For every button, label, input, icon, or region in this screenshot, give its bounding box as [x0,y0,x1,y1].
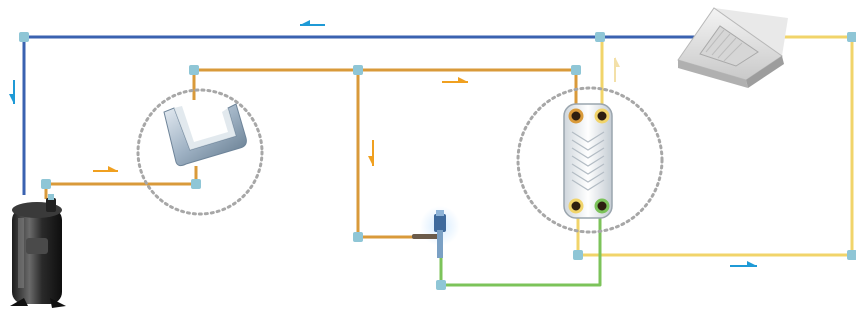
plate-heat-exchanger-icon [563,103,613,219]
flow-arrow-orange-right-1 [93,166,118,172]
green-line [439,212,602,287]
heat-exchanger-highlight-circle [516,86,664,234]
condenser-fin-icon [163,103,247,167]
compressor-icon [10,194,66,308]
orange-line [44,68,578,239]
condenser-highlight-circle [136,88,264,216]
flow-arrow-blue-left [300,20,325,26]
flow-arrow-blue-down [9,80,15,104]
cassette-ac-icon [677,7,788,88]
blue-line [22,35,780,195]
expansion-valve-icon [412,206,460,258]
flow-arrow-orange-down [368,140,374,166]
flow-arrow-blue-right [730,261,757,267]
flow-arrow-yellow-up [614,57,620,82]
flow-arrow-orange-right-2 [442,77,468,83]
pipe-joints [19,32,856,290]
